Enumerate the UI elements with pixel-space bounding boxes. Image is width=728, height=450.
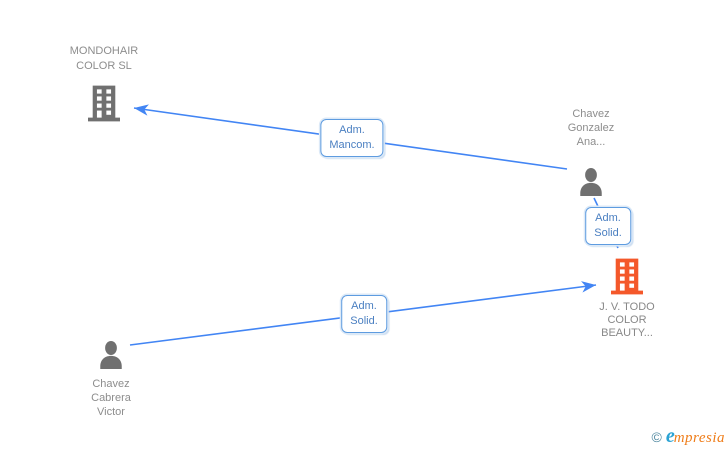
node-chavez-cabrera-line3: Victor [97, 406, 125, 418]
node-chavez-cabrera-line2: Cabrera [91, 392, 131, 404]
empresia-logo-initial: e [665, 425, 675, 447]
edge-label-adm-solid-right-line2: Solid. [594, 227, 622, 239]
node-mondohair-line2: COLOR SL [76, 60, 132, 72]
empresia-logo-text: mpresia [673, 430, 725, 446]
node-chavez-cabrera-line1: Chavez [92, 378, 130, 390]
company-building-icon [88, 85, 120, 122]
edge-label-adm-solid-bottom-line2: Solid. [350, 315, 378, 327]
node-chavez-gonzalez-line3: Ana... [576, 136, 606, 148]
edge-label-adm-solid-bottom-line1: Adm. [351, 300, 377, 312]
node-chavez-cabrera-label: Chavez Cabrera Victor [91, 377, 131, 419]
edge-label-adm-mancom-line1: Adm. [339, 124, 365, 136]
edge-label-adm-solid-right-line1: Adm. [595, 212, 621, 224]
edge-label-adm-mancom: Adm. Mancom. [320, 119, 384, 157]
node-chavez-gonzalez-ana[interactable]: Chavez Gonzalez Ana... [531, 107, 651, 197]
edge-label-adm-solid-bottom: Adm. Solid. [341, 295, 387, 333]
node-jv-todo-line2: COLOR [607, 314, 647, 326]
node-chavez-cabrera-victor[interactable]: Chavez Cabrera Victor [51, 340, 171, 419]
person-icon [100, 341, 122, 369]
person-icon [580, 168, 602, 196]
node-mondohair-color-sl[interactable]: MONDOHAIR COLOR SL [44, 44, 164, 122]
node-jv-todo-color-beauty[interactable]: J. V. TODO COLOR BEAUTY... [567, 258, 687, 340]
edge-label-adm-mancom-line2: Mancom. [329, 139, 375, 151]
company-building-icon-focus [611, 258, 643, 295]
edge-label-adm-solid-right: Adm. Solid. [585, 207, 631, 245]
node-mondohair-label: MONDOHAIR COLOR SL [70, 44, 138, 74]
node-jv-todo-label: J. V. TODO COLOR BEAUTY... [599, 301, 654, 340]
node-chavez-gonzalez-line1: Chavez [572, 108, 610, 120]
node-chavez-gonzalez-line2: Gonzalez [567, 122, 615, 134]
node-mondohair-line1: MONDOHAIR [69, 45, 139, 57]
node-chavez-gonzalez-label: Chavez Gonzalez Ana... [568, 107, 614, 149]
copyright-icon: © [651, 429, 662, 445]
node-jv-todo-line1: J. V. TODO [599, 301, 655, 313]
node-jv-todo-line3: BEAUTY... [601, 327, 653, 339]
